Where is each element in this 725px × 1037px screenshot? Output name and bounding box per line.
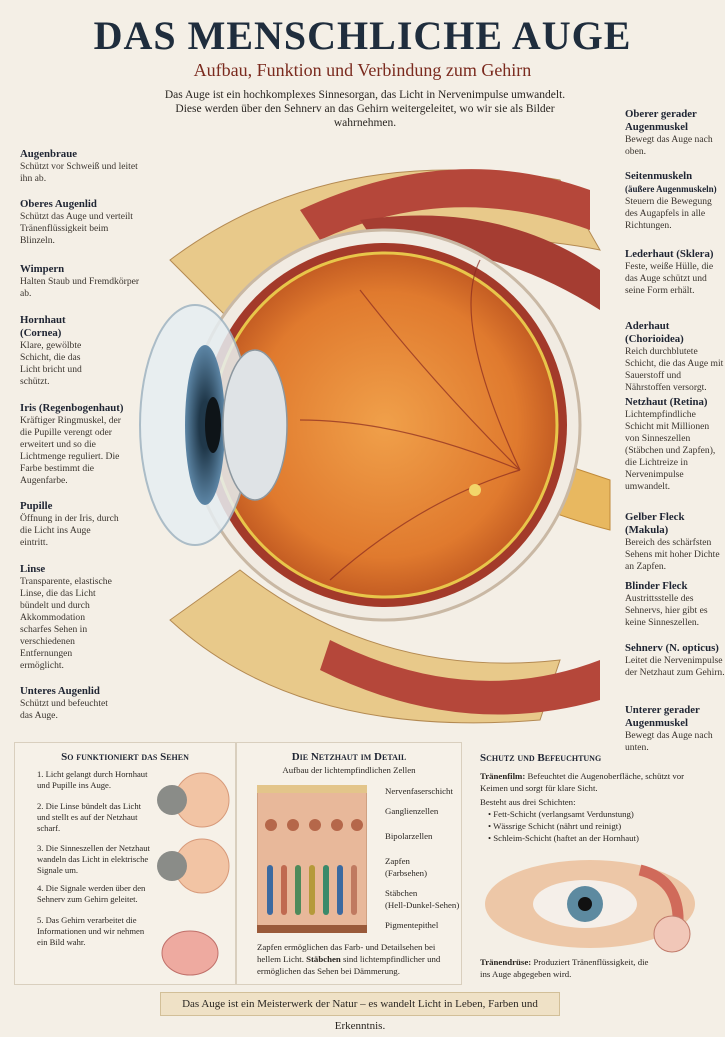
tear-film-text: Tränenfilm: Befeuchtet die Augenoberfläc…: [480, 771, 685, 793]
layer-label: Stäbchen: [385, 888, 418, 898]
panel-protection: Schutz und Befeuchtung Tränenfilm: Befeu…: [480, 752, 710, 987]
layer-label: Ganglienzellen: [385, 806, 439, 816]
panel-title: Schutz und Befeuchtung: [480, 752, 602, 764]
label-sehnerv: Sehnerv (N. opticus)Leitet die Nervenimp…: [625, 642, 725, 678]
step: 2. Die Linse bündelt das Licht und stell…: [37, 801, 142, 833]
layers-intro: Besteht aus drei Schichten:: [480, 797, 576, 807]
layer-item: • Wässrige Schicht (nährt und reinigt): [488, 821, 622, 831]
tear-gland-text: Tränendrüse: Produziert Tränenflüssigkei…: [480, 957, 649, 979]
footer-banner: Das Auge ist ein Meisterwerk der Natur –…: [160, 992, 560, 1032]
step: 3. Die Sinneszellen der Netzhaut wandeln…: [37, 843, 150, 875]
panel-title: Die Netzhaut im Detail: [291, 751, 407, 763]
label-hornhaut: Hornhaut (Cornea)Klare, gewölbte Schicht…: [20, 314, 82, 387]
label-gelber-fleck: Gelber Fleck (Makula)Bereich des schärfs…: [625, 511, 720, 572]
step: 1. Licht gelangt durch Hornhaut und Pupi…: [37, 769, 148, 790]
page-title: DAS MENSCHLICHE AUGE: [93, 13, 632, 58]
layer-label: (Farbsehen): [385, 868, 428, 878]
layer-label: Zapfen: [385, 856, 410, 866]
panel-how-seeing-works: So funktioniert das Sehen 1. Licht gelan…: [14, 742, 236, 985]
label-aderhaut: Aderhaut (Chorioidea)Reich durchblutete …: [625, 320, 724, 393]
panel-title: So funktioniert das Sehen: [61, 751, 189, 763]
tear-gland-eye-illustration: [485, 860, 695, 953]
label-seitenmuskeln: Seitenmuskeln(äußere Augenmuskeln)Steuer…: [625, 170, 717, 231]
layer-label: Pigmentepithel: [385, 920, 439, 930]
layer-label: (Hell-Dunkel-Sehen): [385, 900, 460, 910]
label-iris: Iris (Regenbogenhaut)Kräftiger Ringmuske…: [20, 402, 124, 486]
panel-subtitle: Aufbau der lichtempfindlichen Zellen: [282, 765, 416, 775]
seeing-process-illustration: [157, 772, 230, 976]
label-netzhaut: Netzhaut (Retina)Lichtempfindliche Schic…: [625, 396, 716, 492]
intro-text: Das Auge ist ein hochkomplexes Sinnesorg…: [164, 89, 566, 129]
layer-label: Nervenfaserschicht: [385, 786, 453, 796]
retina-caption: Zapfen ermöglichen das Farb- und Details…: [257, 942, 441, 976]
layer-item: • Fett-Schicht (verlangsamt Verdunstung): [488, 809, 634, 819]
eye-cross-section-illustration: [139, 169, 611, 724]
label-lederhaut: Lederhaut (Sklera)Feste, weiße Hülle, di…: [625, 248, 714, 296]
step: 5. Das Gehirn verarbeitet die Informatio…: [37, 915, 145, 947]
page-subtitle: Aufbau, Funktion und Verbindung zum Gehi…: [193, 60, 532, 80]
retina-cells-illustration: [257, 785, 367, 933]
panel-retina-detail: Die Netzhaut im Detail Aufbau der lichte…: [236, 742, 462, 985]
step: 4. Die Signale werden über den Sehnerv z…: [37, 883, 146, 904]
layer-item: • Schleim-Schicht (haftet an der Hornhau…: [488, 833, 639, 843]
layer-label: Bipolarzellen: [385, 831, 433, 841]
